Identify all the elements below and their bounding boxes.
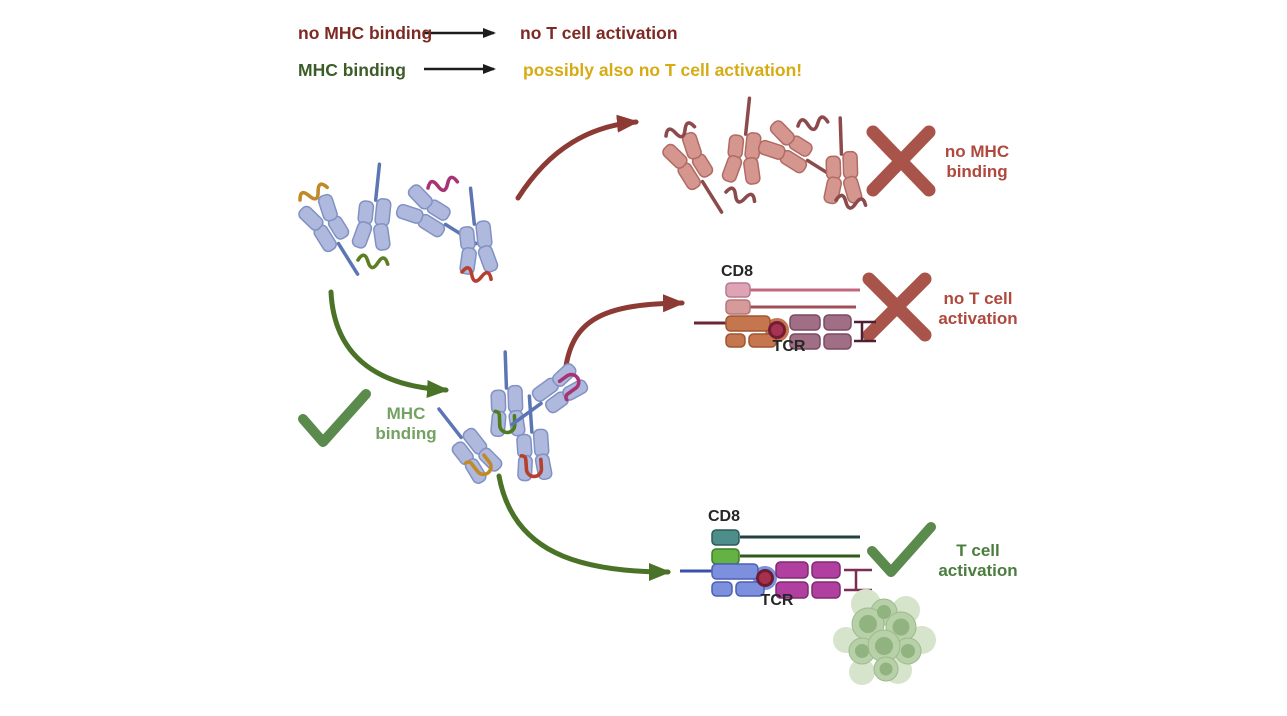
unbound-mhc-cluster: [293, 160, 502, 287]
peptide-squiggle-icon: [722, 184, 759, 209]
mhc-molecule-icon: [818, 115, 865, 207]
cd8-tcr-complex-active: [680, 529, 872, 599]
mhc-peptide-complex-icon: [485, 349, 528, 440]
label-no-mhc-binding: no MHC binding: [944, 142, 1010, 181]
cd8-chain-icon: [711, 529, 740, 546]
mhc-molecule-icon: [348, 160, 402, 254]
peptide-dot-icon: [756, 569, 774, 587]
cd8-chain-icon: [711, 548, 740, 565]
check-icon: [867, 522, 936, 577]
peptide-squiggle-icon: [425, 174, 461, 196]
arrow-activation-icon: [496, 473, 671, 581]
check-icon: [298, 389, 371, 447]
arrow-binding-icon: [328, 289, 449, 398]
cross-icon: [866, 125, 936, 197]
cd8-chain-icon: [725, 282, 751, 298]
label-mhc-binding: MHC binding: [375, 404, 437, 443]
legend-mhc-binding-text: MHC binding: [298, 60, 406, 80]
arrow-no-binding-icon: [515, 114, 639, 201]
tcr-label-active: TCR: [760, 592, 794, 609]
unbound-mhc-cluster-pink: [657, 94, 869, 225]
cd8-tcr-complex-inactive: [694, 282, 876, 350]
tcr-icon: [789, 314, 852, 350]
peptide-dot-icon: [768, 321, 786, 339]
bound-mhc-cluster: [423, 349, 593, 489]
cross-icon: [862, 272, 932, 342]
legend-warning-text: possibly also no T cell activation!: [523, 60, 803, 80]
label-no-t-cell-activation: no T cell activation: [938, 289, 1018, 328]
label-t-cell-activation: T cell activation: [938, 541, 1018, 580]
cd8-chain-icon: [725, 299, 751, 315]
peptide-squiggle-icon: [355, 252, 391, 272]
legend-no-activation-text: no T cell activation: [520, 23, 678, 43]
tcr-label-inactive: TCR: [772, 338, 806, 355]
cd8-label-active: CD8: [707, 508, 741, 525]
tcr-icon: [775, 561, 841, 599]
legend-no-mhc-binding-text: no MHC binding: [298, 23, 433, 43]
legend-arrows: [424, 28, 496, 74]
t-cell-cluster-icon: [833, 589, 936, 685]
cd8-label-inactive: CD8: [720, 263, 754, 280]
peptide-squiggle-icon: [795, 114, 831, 134]
arrow-no-activation-icon: [563, 294, 685, 369]
